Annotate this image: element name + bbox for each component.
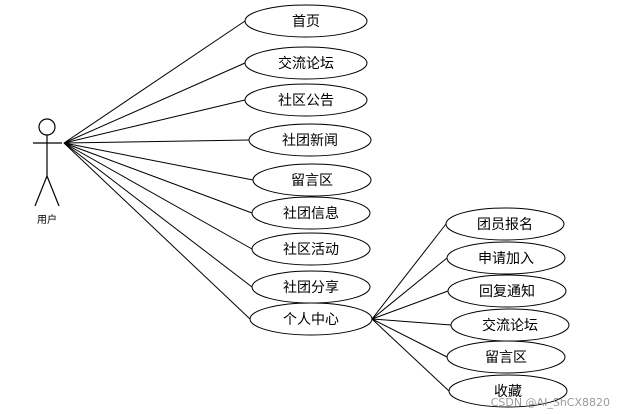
use-case-label: 收藏 [494, 384, 522, 400]
use-case-label: 社团分享 [283, 279, 339, 296]
association-line [63, 62, 246, 144]
use-case-club-share: 社团分享 [251, 270, 371, 304]
use-case-label: 社区公告 [278, 93, 334, 109]
use-case-forum: 交流论坛 [244, 46, 368, 80]
use-case-label: 留言区 [291, 173, 333, 189]
use-case-label: 留言区 [485, 350, 527, 366]
sub-association-line [371, 257, 448, 320]
association-line [63, 142, 251, 320]
sub-association-line [371, 290, 449, 320]
actor-left-leg [34, 175, 48, 207]
use-case-label: 社团信息 [283, 205, 339, 222]
use-case-label: 申请加入 [478, 251, 534, 267]
association-line [63, 139, 250, 144]
use-case-club-info: 社团信息 [251, 196, 371, 230]
association-lines [63, 20, 452, 392]
use-case-community-notice: 社区公告 [244, 83, 368, 117]
actor-user: 用户 [33, 118, 62, 226]
actor-label: 用户 [37, 213, 57, 226]
use-case-label: 个人中心 [283, 312, 339, 328]
use-case-personal-center: 个人中心 [249, 302, 373, 336]
association-line [63, 142, 253, 214]
use-case-label: 社团新闻 [282, 133, 338, 149]
sub-association-line [371, 318, 450, 392]
actor-head [38, 118, 56, 136]
use-case-personal-message-board: 留言区 [446, 340, 566, 374]
use-case-personal-forum: 交流论坛 [450, 308, 570, 342]
use-case-label: 团员报名 [477, 217, 533, 233]
use-case-label: 首页 [292, 14, 320, 30]
association-line [63, 142, 253, 250]
sub-association-line [371, 318, 448, 358]
use-case-label: 交流论坛 [482, 317, 538, 334]
association-line [63, 20, 246, 144]
use-case-label: 社区活动 [283, 242, 339, 258]
use-case-message-board: 留言区 [252, 163, 372, 197]
association-line [63, 142, 254, 181]
watermark: CSDN @AI_ShCX8820 [491, 396, 610, 409]
use-case-home: 首页 [244, 4, 368, 38]
use-case-club-news: 社团新闻 [248, 123, 372, 157]
use-case-label: 交流论坛 [278, 55, 334, 72]
use-case-favorites: 收藏 [448, 374, 568, 408]
association-line [63, 142, 253, 288]
actor-right-leg [46, 175, 60, 207]
use-case-reply-notification: 回复通知 [447, 274, 567, 308]
use-case-apply-join: 申请加入 [446, 241, 566, 275]
sub-association-line [371, 223, 447, 320]
sub-association-line [371, 318, 452, 326]
use-case-member-signup: 团员报名 [445, 207, 565, 241]
use-case-label: 回复通知 [479, 283, 535, 300]
use-case-community-activity: 社区活动 [251, 232, 371, 266]
association-line [63, 99, 246, 144]
